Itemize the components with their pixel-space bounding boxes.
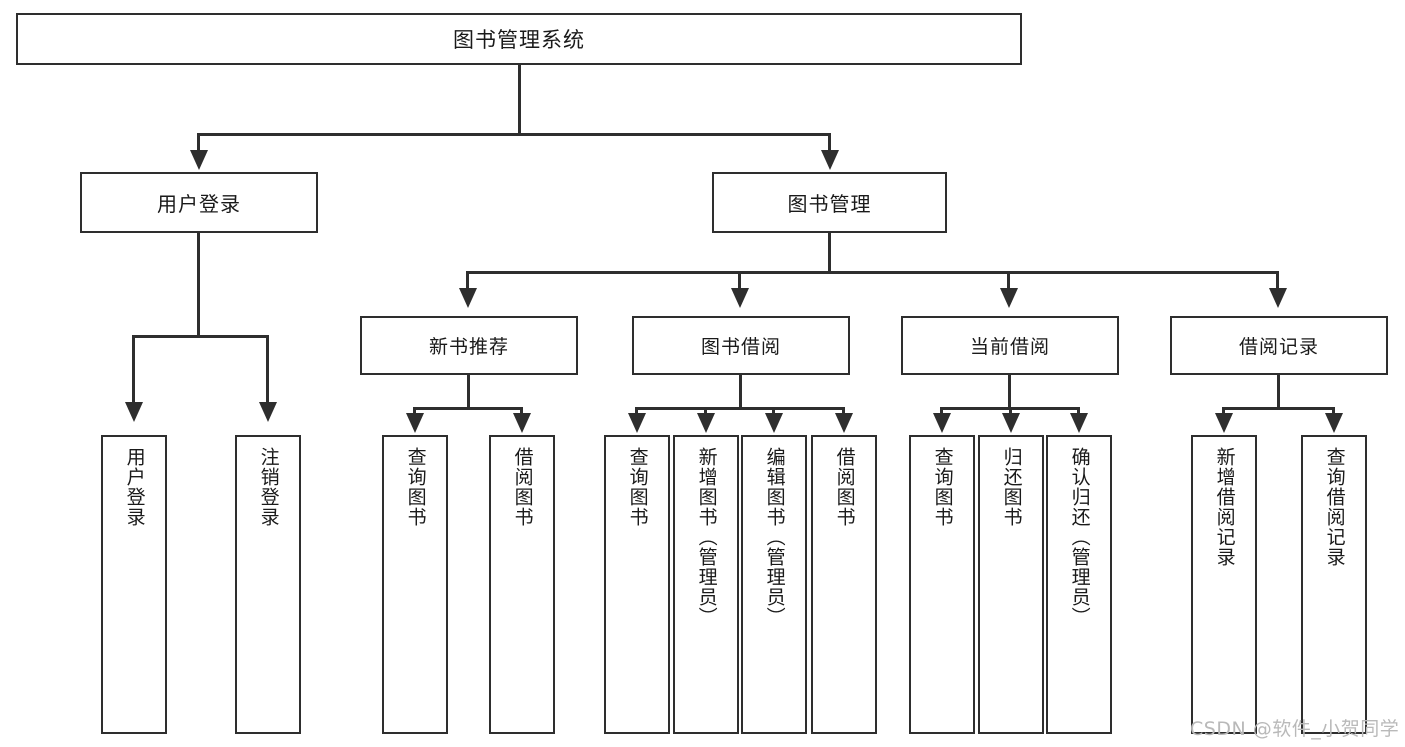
node-label: 新增借阅记录 bbox=[1213, 447, 1236, 567]
arrow-down-icon bbox=[933, 413, 951, 433]
connector-root-to-user-login bbox=[197, 133, 200, 155]
leaf-query-books-newbook[interactable]: 查询图书 bbox=[382, 435, 448, 734]
connector-records-bar bbox=[1222, 407, 1335, 410]
arrow-down-icon bbox=[628, 413, 646, 433]
arrow-down-icon bbox=[697, 413, 715, 433]
arrow-down-icon bbox=[765, 413, 783, 433]
leaf-edit-book-admin[interactable]: 编辑图书（管理员） bbox=[741, 435, 807, 734]
arrow-down-icon bbox=[125, 402, 143, 422]
connector-book-mgmt-to-new-books bbox=[466, 271, 469, 293]
leaf-borrow-books-newbook[interactable]: 借阅图书 bbox=[489, 435, 555, 734]
arrow-down-icon bbox=[190, 150, 208, 170]
connector-root-bar bbox=[197, 133, 831, 136]
node-label: 用户登录 bbox=[123, 447, 146, 527]
connector-borrowing-stem bbox=[739, 375, 742, 409]
arrow-down-icon bbox=[1000, 288, 1018, 308]
arrow-down-icon bbox=[459, 288, 477, 308]
node-label: 注销登录 bbox=[257, 447, 280, 527]
connector-user-login-bar bbox=[132, 335, 268, 338]
node-label: 新书推荐 bbox=[428, 336, 509, 358]
leaf-return-books[interactable]: 归还图书 bbox=[978, 435, 1044, 734]
connector-records-stem bbox=[1277, 375, 1280, 409]
arrow-down-icon bbox=[731, 288, 749, 308]
node-label: 查询借阅记录 bbox=[1323, 447, 1346, 567]
connector-new-books-stem bbox=[467, 375, 470, 409]
node-new-book-recommendation[interactable]: 新书推荐 bbox=[360, 316, 578, 375]
connector-book-mgmt-to-current bbox=[1007, 271, 1010, 293]
leaf-confirm-return-admin[interactable]: 确认归还（管理员） bbox=[1046, 435, 1112, 734]
connector-root-stem bbox=[518, 65, 521, 135]
node-label: 当前借阅 bbox=[969, 336, 1050, 358]
connector-new-books-bar bbox=[413, 407, 523, 410]
node-label: 图书管理系统 bbox=[453, 28, 585, 52]
node-label: 用户登录 bbox=[157, 192, 241, 216]
arrow-down-icon bbox=[513, 413, 531, 433]
node-label: 归还图书 bbox=[1000, 447, 1023, 527]
connector-root-to-book-mgmt bbox=[828, 133, 831, 155]
node-book-borrowing[interactable]: 图书借阅 bbox=[632, 316, 850, 375]
node-label: 借阅记录 bbox=[1238, 336, 1319, 358]
node-label: 借阅图书 bbox=[833, 447, 856, 527]
leaf-add-book-admin[interactable]: 新增图书（管理员） bbox=[673, 435, 739, 734]
connector-user-login-to-leaf2 bbox=[266, 335, 269, 407]
node-root-system[interactable]: 图书管理系统 bbox=[16, 13, 1022, 65]
arrow-down-icon bbox=[259, 402, 277, 422]
arrow-down-icon bbox=[1325, 413, 1343, 433]
leaf-query-books-borrowing[interactable]: 查询图书 bbox=[604, 435, 670, 734]
node-label: 查询图书 bbox=[404, 447, 427, 527]
node-book-management[interactable]: 图书管理 bbox=[712, 172, 947, 233]
node-label: 图书借阅 bbox=[700, 336, 781, 358]
arrow-down-icon bbox=[406, 413, 424, 433]
node-borrowing-records[interactable]: 借阅记录 bbox=[1170, 316, 1388, 375]
node-label: 图书管理 bbox=[787, 192, 872, 216]
connector-user-login-stem bbox=[197, 233, 200, 337]
arrow-down-icon bbox=[1002, 413, 1020, 433]
connector-current-stem bbox=[1008, 375, 1011, 409]
leaf-query-borrow-record[interactable]: 查询借阅记录 bbox=[1301, 435, 1367, 734]
csdn-watermark: CSDN @软件_小贺同学 bbox=[1190, 718, 1400, 740]
leaf-user-login[interactable]: 用户登录 bbox=[101, 435, 167, 734]
leaf-query-books-current[interactable]: 查询图书 bbox=[909, 435, 975, 734]
connector-borrowing-bar bbox=[635, 407, 845, 410]
leaf-add-borrow-record[interactable]: 新增借阅记录 bbox=[1191, 435, 1257, 734]
connector-book-mgmt-to-borrow bbox=[738, 271, 741, 293]
arrow-down-icon bbox=[835, 413, 853, 433]
arrow-down-icon bbox=[1269, 288, 1287, 308]
connector-book-mgmt-stem bbox=[828, 233, 831, 273]
leaf-borrow-books-borrowing[interactable]: 借阅图书 bbox=[811, 435, 877, 734]
node-label: 查询图书 bbox=[931, 447, 954, 527]
leaf-logout[interactable]: 注销登录 bbox=[235, 435, 301, 734]
node-label: 新增图书（管理员） bbox=[695, 447, 718, 627]
arrow-down-icon bbox=[821, 150, 839, 170]
arrow-down-icon bbox=[1070, 413, 1088, 433]
node-label: 编辑图书（管理员） bbox=[763, 447, 786, 627]
connector-book-mgmt-to-records bbox=[1276, 271, 1279, 293]
arrow-down-icon bbox=[1215, 413, 1233, 433]
node-label: 确认归还（管理员） bbox=[1068, 447, 1091, 627]
connector-user-login-to-leaf1 bbox=[132, 335, 135, 407]
node-user-login[interactable]: 用户登录 bbox=[80, 172, 318, 233]
node-current-borrowing[interactable]: 当前借阅 bbox=[901, 316, 1119, 375]
node-label: 借阅图书 bbox=[511, 447, 534, 527]
node-label: 查询图书 bbox=[626, 447, 649, 527]
connector-book-mgmt-bar bbox=[466, 271, 1279, 274]
